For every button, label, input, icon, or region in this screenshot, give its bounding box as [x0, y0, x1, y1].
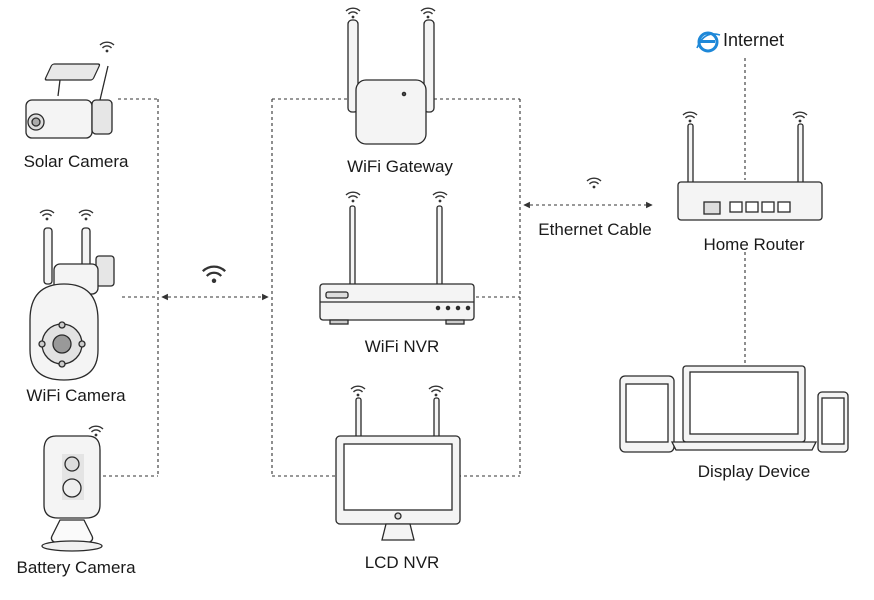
wifi-signal-icon [420, 7, 436, 20]
wifi-signal-icon [792, 111, 808, 124]
home-router-icon [677, 123, 823, 221]
lcd-nvr-label: LCD NVR [364, 553, 440, 572]
wifi-signal-icon [350, 385, 366, 398]
wifi-signal-icon [99, 41, 115, 54]
wifi-nvr-icon [319, 205, 475, 325]
wifi-signal-icon [682, 111, 698, 124]
wifi-camera-label: WiFi Camera [26, 386, 126, 405]
wifi-signal-icon [201, 265, 227, 285]
wifi-signal-icon [39, 209, 55, 222]
wifi-signal-icon [78, 209, 94, 222]
solar-camera-icon [25, 63, 113, 139]
internet-node: Internet [697, 30, 784, 51]
wifi-signal-icon [88, 425, 104, 438]
wifi-signal-icon [586, 177, 602, 190]
internet-explorer-icon [696, 31, 721, 53]
internet-label: Internet [723, 30, 785, 50]
display-device-icon [619, 365, 849, 453]
wifi-signal-icon [432, 191, 448, 204]
display-device-label: Display Device [697, 462, 811, 481]
wifi-signal-icon [345, 191, 361, 204]
battery-camera-icon [41, 435, 103, 552]
wifi-nvr-label: WiFi NVR [364, 337, 440, 356]
ethernet-cable-label: Ethernet Cable [538, 220, 652, 239]
wifi-gateway-icon [347, 19, 435, 145]
battery-camera-label: Battery Camera [16, 558, 136, 577]
wifi-signal-icon [345, 7, 361, 20]
wifi-signal-icon [428, 385, 444, 398]
wifi-camera-icon [29, 227, 115, 381]
solar-camera-label: Solar Camera [23, 152, 129, 171]
wifi-gateway-label: WiFi Gateway [347, 157, 453, 176]
home-router-label: Home Router [703, 235, 805, 254]
lcd-nvr-icon [335, 397, 461, 541]
